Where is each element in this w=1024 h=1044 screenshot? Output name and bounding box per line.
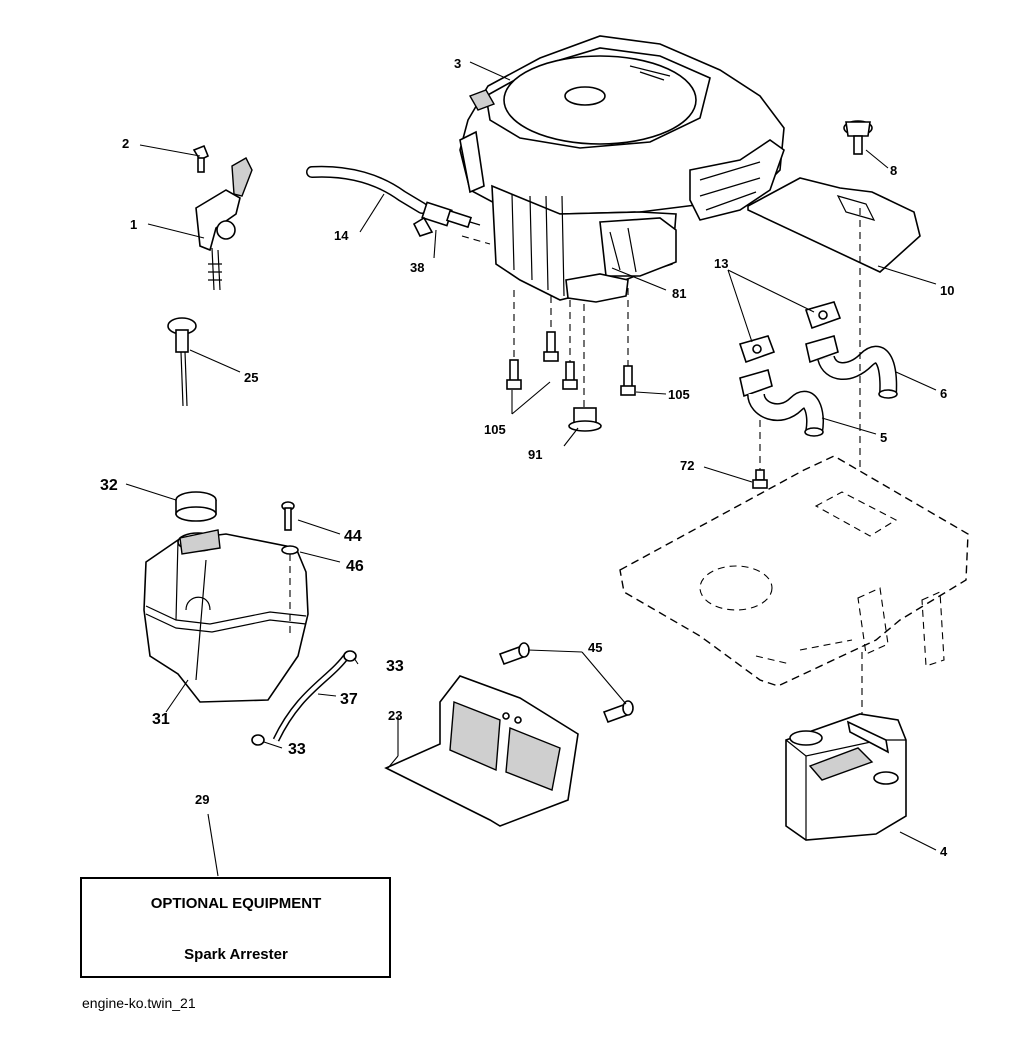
- spark-arrester-label: Spark Arrester: [184, 946, 288, 963]
- callout-5: 5: [880, 430, 887, 445]
- muffler-4: [785, 713, 907, 841]
- spacer-91: [568, 407, 602, 432]
- knob-8: [843, 120, 873, 155]
- fuel-line-37: [272, 651, 351, 742]
- callout-32: 32: [100, 477, 118, 494]
- callout-6: 6: [940, 386, 947, 401]
- optional-equipment-title: OPTIONAL EQUIPMENT: [151, 895, 322, 912]
- bolts-45: [498, 642, 634, 724]
- throttle-control-1: [195, 157, 253, 291]
- callout-1: 1: [130, 217, 137, 232]
- callout-46: 46: [346, 558, 364, 575]
- callout-81: 81: [672, 286, 686, 301]
- callout-4: 4: [940, 844, 948, 859]
- callout-72: 72: [680, 458, 694, 473]
- fuel-line-14: [306, 165, 428, 214]
- bolts-105: [506, 331, 636, 396]
- heat-shield-10: [747, 177, 921, 273]
- callout-38: 38: [410, 260, 424, 275]
- frame-plate: [619, 455, 969, 687]
- fuel-valve-38: [412, 201, 481, 237]
- callout-31: 31: [152, 711, 170, 728]
- callout-45: 45: [588, 640, 602, 655]
- callout-labels: 2 1 3 8 10 14 38 13 81 6 5 25 105 105 91…: [100, 56, 954, 859]
- screw-2: [192, 144, 210, 173]
- drawing-id: engine-ko.twin_21: [82, 995, 196, 1011]
- exhaust-pipe-6: [805, 335, 898, 399]
- tank-cap-32: [175, 491, 217, 522]
- bracket-23: [384, 675, 579, 827]
- callout-91: 91: [528, 447, 542, 462]
- callout-37: 37: [340, 691, 358, 708]
- optional-equipment-box: OPTIONAL EQUIPMENT Spark Arrester: [80, 877, 391, 978]
- clamp-33-lower: [251, 734, 265, 746]
- callout-10: 10: [940, 283, 954, 298]
- engine-alignment-lines: [461, 235, 629, 410]
- callout-14: 14: [334, 228, 349, 243]
- clamp-33-upper: [343, 650, 357, 662]
- fuel-tank-31: [143, 529, 309, 703]
- callout-105-left: 105: [484, 422, 506, 437]
- gaskets-13: [738, 301, 842, 364]
- leader-lines: [125, 61, 937, 877]
- callout-23: 23: [388, 708, 402, 723]
- callout-2: 2: [122, 136, 129, 151]
- callout-13: 13: [714, 256, 728, 271]
- callout-33-lower: 33: [288, 741, 306, 758]
- washer-46: [281, 545, 299, 636]
- callout-25: 25: [244, 370, 258, 385]
- engine: [459, 35, 785, 303]
- dipstick-25: [167, 317, 197, 407]
- bolt-72: [752, 420, 768, 489]
- callout-105-right: 105: [668, 387, 690, 402]
- screw-44: [281, 501, 295, 531]
- callout-3: 3: [454, 56, 461, 71]
- callout-44: 44: [344, 528, 362, 545]
- callout-29: 29: [195, 792, 209, 807]
- callout-33-upper: 33: [386, 658, 404, 675]
- exhaust-pipe-5: [739, 369, 824, 437]
- callout-8: 8: [890, 163, 897, 178]
